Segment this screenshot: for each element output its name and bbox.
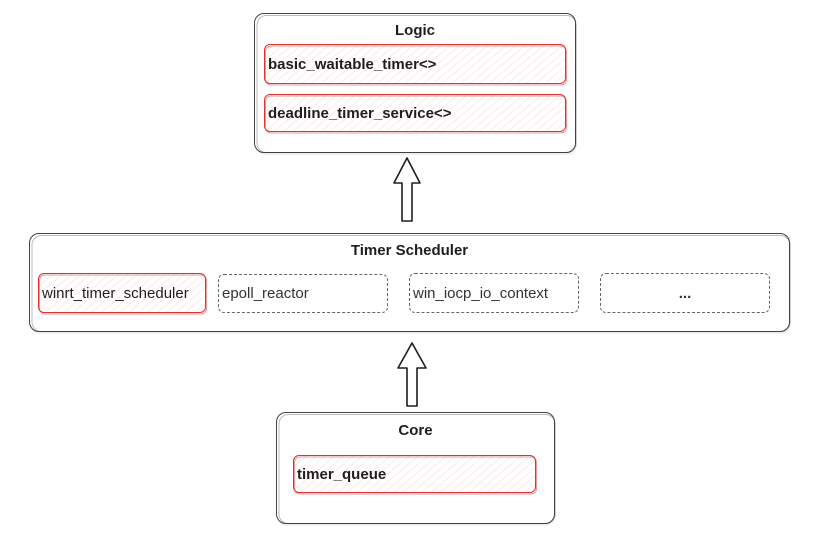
timer-queue-box: timer_queue xyxy=(293,455,536,493)
logic-layer-title: Logic xyxy=(395,22,435,39)
arrow-up-to-logic xyxy=(393,157,421,222)
core-layer-title: Core xyxy=(398,422,433,439)
core-layer: Core timer_queue xyxy=(276,412,555,524)
winrt-timer-scheduler-box: winrt_timer_scheduler xyxy=(38,273,206,313)
win-iocp-io-context-box: win_iocp_io_context xyxy=(409,273,579,313)
deadline-timer-service-box: deadline_timer_service<> xyxy=(264,94,566,132)
arrow-up-to-scheduler xyxy=(397,342,427,407)
timer-scheduler-layer: Timer Scheduler winrt_timer_scheduler ep… xyxy=(29,233,790,332)
more-schedulers-box: ... xyxy=(600,273,770,313)
epoll-reactor-box: epoll_reactor xyxy=(218,274,388,313)
logic-layer: Logic basic_waitable_timer<> deadline_ti… xyxy=(254,13,576,153)
basic-waitable-timer-box: basic_waitable_timer<> xyxy=(264,44,566,84)
timer-scheduler-layer-title: Timer Scheduler xyxy=(350,242,469,259)
